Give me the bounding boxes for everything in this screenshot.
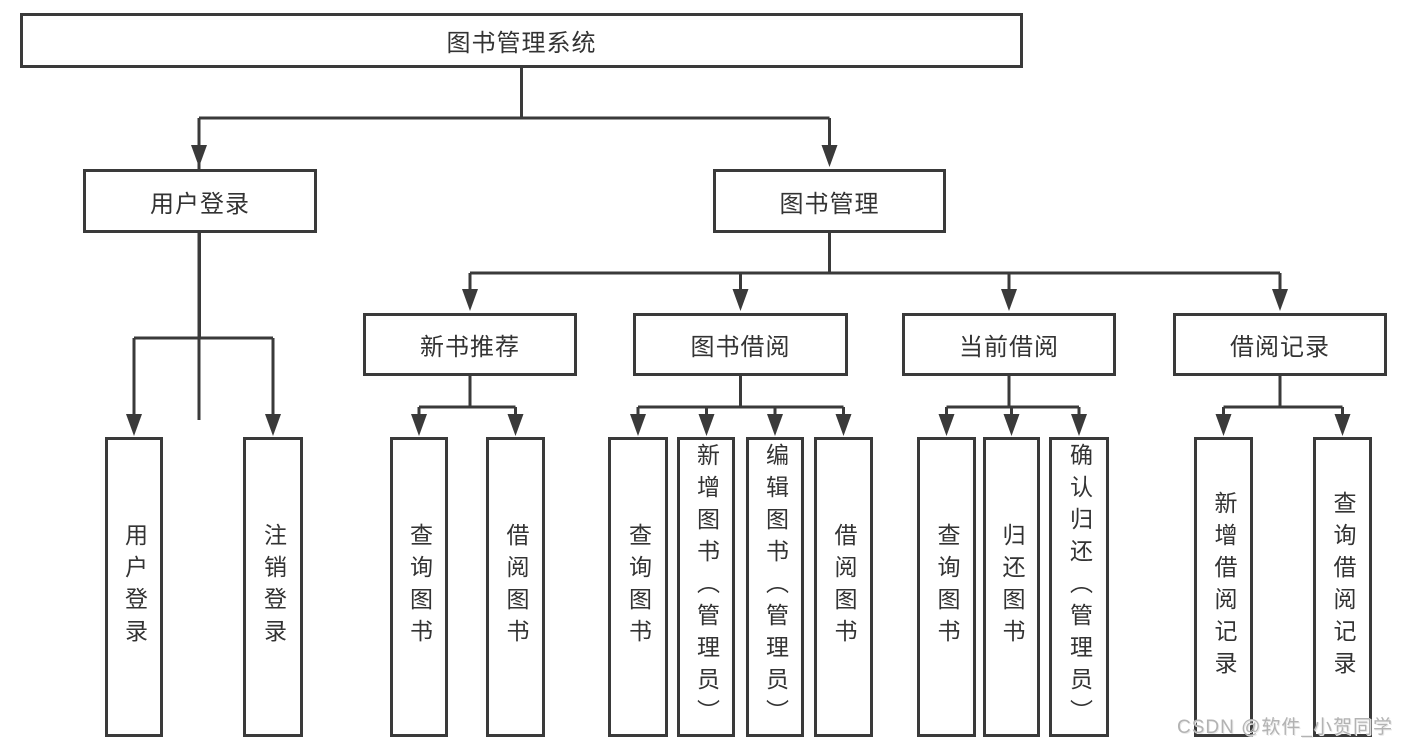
leaf-borrow-books-1: 借阅图书: [486, 437, 545, 737]
leaf-logout-label: 注销登录: [260, 523, 287, 651]
connector-root: [197, 68, 831, 420]
connector-book-borrow-group: [636, 376, 845, 418]
arrow-icon: [821, 145, 838, 167]
arrow-icon: [126, 414, 142, 436]
arrow-icon: [732, 289, 749, 311]
leaf-query-books-2: 查询图书: [608, 437, 668, 737]
connector-current-borrow-group: [945, 376, 1081, 418]
leaf-edit-book-admin: 编辑图书（管理员）: [746, 437, 804, 737]
node-root: 图书管理系统: [20, 13, 1023, 68]
leaf-return-book: 归还图书: [983, 437, 1040, 737]
arrow-icon: [767, 414, 783, 436]
leaf-query-books-3-label: 查询图书: [934, 523, 960, 651]
arrow-icon: [1272, 289, 1288, 311]
node-new-book-recommend: 新书推荐: [363, 313, 577, 376]
arrow-icon: [1001, 289, 1017, 311]
arrow-icon: [630, 414, 646, 436]
arrow-icon: [191, 145, 207, 167]
leaf-borrow-books-2-label: 借阅图书: [831, 523, 857, 651]
node-borrow-records: 借阅记录: [1173, 313, 1387, 376]
leaf-add-borrow-record: 新增借阅记录: [1194, 437, 1253, 737]
leaf-edit-book-admin-label: 编辑图书（管理员）: [762, 443, 789, 731]
leaf-query-books-3: 查询图书: [917, 437, 976, 737]
arrow-icon: [938, 414, 955, 436]
leaf-borrow-books-1-label: 借阅图书: [503, 523, 529, 651]
node-new-book-recommend-label: 新书推荐: [420, 334, 520, 361]
node-user-login-label: 用户登录: [150, 190, 250, 218]
node-book-management-label: 图书管理: [779, 190, 880, 218]
leaf-query-borrow-record: 查询借阅记录: [1313, 437, 1372, 737]
connector-book-mgmt-subtree: [468, 233, 1282, 296]
connector-new-book-group: [417, 376, 517, 418]
node-current-borrow: 当前借阅: [902, 313, 1116, 376]
leaf-query-books-2-label: 查询图书: [625, 523, 652, 651]
leaf-confirm-return-admin-label: 确认归还（管理员）: [1066, 443, 1093, 731]
node-root-label: 图书管理系统: [446, 30, 597, 57]
leaf-query-borrow-record-label: 查询借阅记录: [1330, 491, 1356, 683]
leaf-confirm-return-admin: 确认归还（管理员）: [1049, 437, 1109, 737]
connector-user-login-subtree: [132, 233, 275, 418]
arrow-icon: [1003, 414, 1020, 436]
node-book-management: 图书管理: [713, 169, 946, 233]
arrow-icon: [835, 414, 852, 436]
leaf-user-login-label: 用户登录: [121, 523, 148, 651]
arrow-icon: [462, 289, 478, 311]
leaf-add-book-admin-label: 新增图书（管理员）: [693, 443, 720, 731]
connector-borrow-records-group: [1222, 376, 1344, 418]
leaf-query-books-1: 查询图书: [390, 437, 448, 737]
node-book-borrow: 图书借阅: [633, 313, 848, 376]
leaf-add-borrow-record-label: 新增借阅记录: [1211, 491, 1237, 683]
leaf-return-book-label: 归还图书: [999, 523, 1025, 651]
node-user-login: 用户登录: [83, 169, 317, 233]
node-borrow-records-label: 借阅记录: [1230, 334, 1330, 361]
leaf-borrow-books-2: 借阅图书: [814, 437, 873, 737]
arrow-icon: [1071, 414, 1087, 436]
leaf-add-book-admin: 新增图书（管理员）: [677, 437, 735, 737]
arrow-icon: [265, 414, 281, 436]
arrow-icon: [698, 414, 715, 436]
leaf-logout: 注销登录: [243, 437, 303, 737]
leaf-query-books-1-label: 查询图书: [406, 523, 433, 651]
node-book-borrow-label: 图书借阅: [690, 334, 791, 361]
node-current-borrow-label: 当前借阅: [959, 334, 1059, 361]
leaf-user-login: 用户登录: [105, 437, 163, 737]
arrow-icon: [1215, 414, 1232, 436]
arrow-icon: [411, 414, 427, 436]
csdn-watermark: CSDN @软件_小贺同学: [1177, 717, 1393, 738]
arrowheads: [126, 145, 1351, 436]
arrow-icon: [507, 414, 524, 436]
arrow-icon: [1334, 414, 1351, 436]
